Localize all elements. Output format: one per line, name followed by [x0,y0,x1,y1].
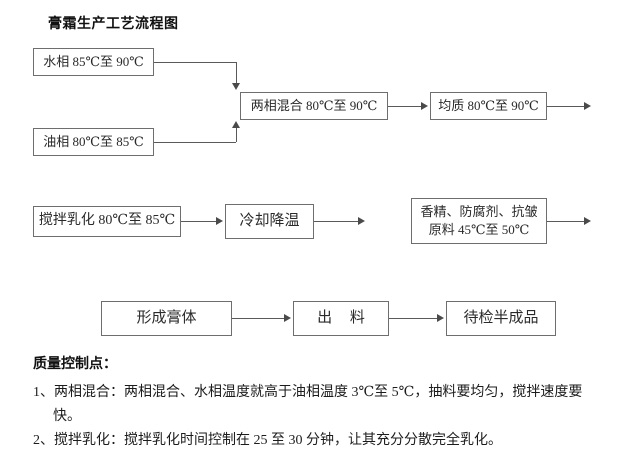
arrowhead-oil-to-mix [232,121,240,128]
arrowhead-homogenize-out [584,102,591,110]
arrowhead-paste-to-discharge [284,314,291,322]
flow-box-two-phase-mixing[interactable]: 两相混合 80℃至 90℃ [240,92,388,120]
connector-mix-to-homogenize [388,106,422,107]
flow-box-pending-inspection[interactable]: 待检半成品 [446,301,556,336]
arrowhead-discharge-to-pending [437,314,444,322]
arrowhead-mix-to-homogenize [421,102,428,110]
flow-box-water-phase[interactable]: 水相 85℃至 90℃ [33,48,154,76]
connector-paste-to-discharge [232,318,285,319]
arrowhead-stir-to-cool [216,217,223,225]
connector-discharge-to-pending [389,318,438,319]
connector-homogenize-out [547,106,585,107]
connector-oil-to-mix-horizontal [154,142,236,143]
flow-box-cool-down[interactable]: 冷却降温 [225,204,314,239]
connector-oil-to-mix-vertical [236,128,237,142]
flow-box-stir-emulsify[interactable]: 搅拌乳化 80℃至 85℃ [33,206,181,237]
connector-stir-to-cool [181,221,217,222]
connector-water-to-mix-horizontal [154,62,236,63]
connector-cool-out [314,221,359,222]
page-title: 膏霜生产工艺流程图 [48,17,179,32]
arrowhead-water-to-mix [232,83,240,90]
quality-control-note-1-cont: 快。 [53,409,81,424]
arrowhead-additives-out [584,217,591,225]
quality-control-heading: 质量控制点： [33,357,117,372]
flow-box-discharge[interactable]: 出 料 [293,301,389,336]
connector-additives-out [547,221,585,222]
flow-box-form-paste[interactable]: 形成膏体 [101,301,232,336]
flow-box-oil-phase[interactable]: 油相 80℃至 85℃ [33,128,154,156]
flow-box-homogenize[interactable]: 均质 80℃至 90℃ [430,92,547,120]
connector-water-to-mix-vertical [236,62,237,84]
arrowhead-cool-out [358,217,365,225]
flow-box-additives[interactable]: 香精、防腐剂、抗皱 原料 45℃至 50℃ [411,198,547,244]
quality-control-note-1: 1、两相混合：两相混合、水相温度就高于油相温度 3℃至 5℃，抽料要均匀，搅拌速… [33,385,583,400]
quality-control-note-2: 2、搅拌乳化：搅拌乳化时间控制在 25 至 30 分钟，让其充分分散完全乳化。 [33,433,502,448]
